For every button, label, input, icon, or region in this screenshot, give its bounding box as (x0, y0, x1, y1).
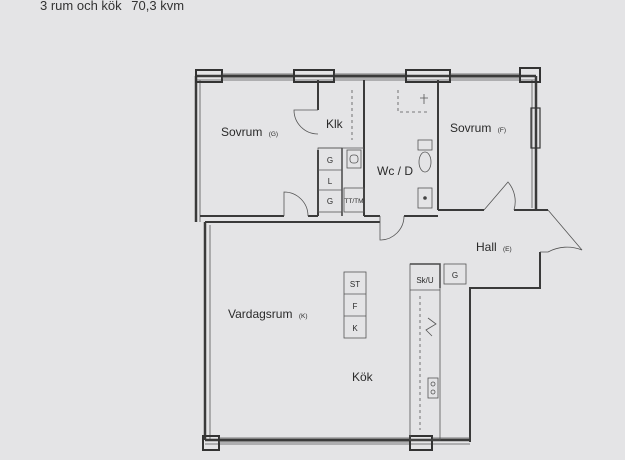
rooms-count-text: 3 rum och kök (40, 0, 122, 13)
kitchen-counter: Sk/U (409, 263, 441, 441)
interior-walls (200, 80, 536, 288)
room-hall: Hall (E) (476, 240, 512, 254)
f-label: F (353, 302, 358, 311)
room-sovrum-g: Sovrum (G) (221, 125, 278, 139)
area-text: 70,3 kvm (131, 0, 185, 13)
room-vardagsrum: Vardagsrum (K) (228, 307, 308, 321)
toilet-tank-icon (417, 139, 433, 151)
hall-g-label: G (452, 271, 458, 280)
closet-g1-label: G (327, 156, 333, 165)
hall-wardrobe: G (443, 263, 467, 285)
room-wc: Wc / D (377, 164, 413, 178)
st-label: ST (350, 280, 360, 289)
outer-walls (194, 74, 548, 445)
laundry-area: TT/TM (343, 90, 365, 213)
closet-column: G L G (317, 147, 343, 213)
k-label: K (352, 324, 358, 333)
plan-header: 3 rum och kök 70,3 kvm (40, 0, 184, 13)
closet-g2-label: G (327, 197, 333, 206)
right-window (530, 107, 541, 149)
room-kok: Kök (352, 370, 374, 384)
sk-u-label: Sk/U (416, 276, 434, 285)
kitchen-sink-icon (427, 377, 439, 399)
sink-icon (349, 154, 359, 164)
wc-fixtures (397, 90, 433, 209)
toilet-icon (418, 151, 432, 173)
door-swings (283, 109, 583, 253)
closet-l-label: L (328, 177, 333, 186)
stove-symbol-icon (425, 317, 437, 337)
top-windows (195, 67, 541, 83)
room-labels: Sovrum (G) Klk Wc / D Sovrum (F) Hall (E… (221, 117, 512, 384)
bottom-windows (202, 435, 470, 451)
washbasin-icon (417, 187, 433, 209)
room-klk: Klk (326, 117, 344, 131)
tt-tm-label: TT/TM (344, 198, 363, 205)
kitchen-island: ST F K (343, 271, 367, 339)
room-sovrum-f: Sovrum (F) (450, 121, 506, 135)
